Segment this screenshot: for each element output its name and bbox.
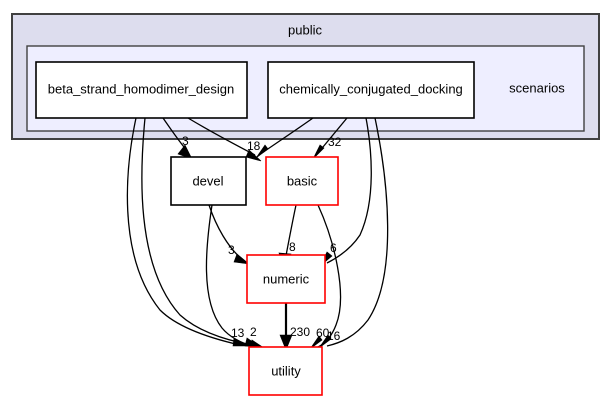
node-label: utility bbox=[271, 363, 301, 378]
edge-path bbox=[126, 117, 241, 346]
arrowhead-icon bbox=[255, 144, 269, 159]
arrowhead-icon bbox=[245, 149, 262, 162]
edge-label-3a: 3 bbox=[182, 134, 189, 148]
edge-chem-to-basic: 32 bbox=[312, 117, 348, 160]
edge-path bbox=[208, 204, 244, 261]
node-label: basic bbox=[287, 173, 318, 188]
edge-devel-to-numeric: 3 bbox=[208, 204, 250, 265]
node-utility[interactable]: utility bbox=[248, 346, 323, 396]
edge-label-230: 230 bbox=[290, 325, 310, 339]
edge-numeric-to-utility: 230 bbox=[279, 302, 310, 351]
cluster-scenarios-label: scenarios bbox=[509, 80, 565, 95]
node-numeric[interactable]: numeric bbox=[246, 254, 326, 304]
edge-chem-to-devel bbox=[255, 117, 314, 159]
edge-label-13: 13 bbox=[231, 326, 245, 340]
node-rect[interactable] bbox=[265, 156, 339, 206]
arrowhead-icon bbox=[279, 334, 293, 351]
node-devel[interactable]: devel bbox=[170, 156, 247, 206]
edge-path bbox=[317, 204, 342, 348]
arrowhead-icon bbox=[233, 253, 250, 265]
node-chemically-conjugated-docking[interactable]: chemically_conjugated_docking bbox=[267, 61, 475, 119]
edge-label-16: 16 bbox=[327, 329, 341, 343]
edge-path bbox=[326, 117, 372, 264]
edge-label-3b: 3 bbox=[228, 243, 235, 257]
edge-label-32: 32 bbox=[328, 135, 342, 149]
node-label: devel bbox=[192, 173, 223, 188]
edge-label-8: 8 bbox=[289, 240, 296, 254]
edge-label-18: 18 bbox=[247, 139, 261, 153]
edge-beta-to-basic: 18 bbox=[187, 117, 262, 162]
node-basic[interactable]: basic bbox=[265, 156, 339, 206]
node-beta-strand-homodimer-design[interactable]: beta_strand_homodimer_design bbox=[35, 61, 248, 119]
edge-label-2: 2 bbox=[250, 325, 257, 339]
arrowhead-icon bbox=[309, 335, 323, 350]
node-rect[interactable] bbox=[246, 254, 326, 304]
node-rect[interactable] bbox=[248, 346, 323, 396]
edge-path bbox=[326, 117, 389, 347]
arrowhead-icon bbox=[312, 144, 325, 160]
edge-basic-to-utility: 16 bbox=[309, 204, 342, 350]
edges-group: 3 18 13 2 32 bbox=[126, 117, 389, 351]
node-rect[interactable] bbox=[35, 61, 248, 119]
node-label: beta_strand_homodimer_design bbox=[48, 81, 234, 96]
node-rect[interactable] bbox=[170, 156, 247, 206]
cluster-public-label: public bbox=[288, 22, 322, 37]
edge-path bbox=[205, 204, 257, 348]
edge-path bbox=[141, 117, 253, 346]
edge-beta-to-utility: 2 bbox=[141, 117, 262, 348]
edge-chem-to-utility: 60 bbox=[316, 117, 389, 349]
node-label: numeric bbox=[263, 271, 310, 286]
node-label: chemically_conjugated_docking bbox=[279, 81, 463, 96]
node-rect[interactable] bbox=[267, 61, 475, 119]
